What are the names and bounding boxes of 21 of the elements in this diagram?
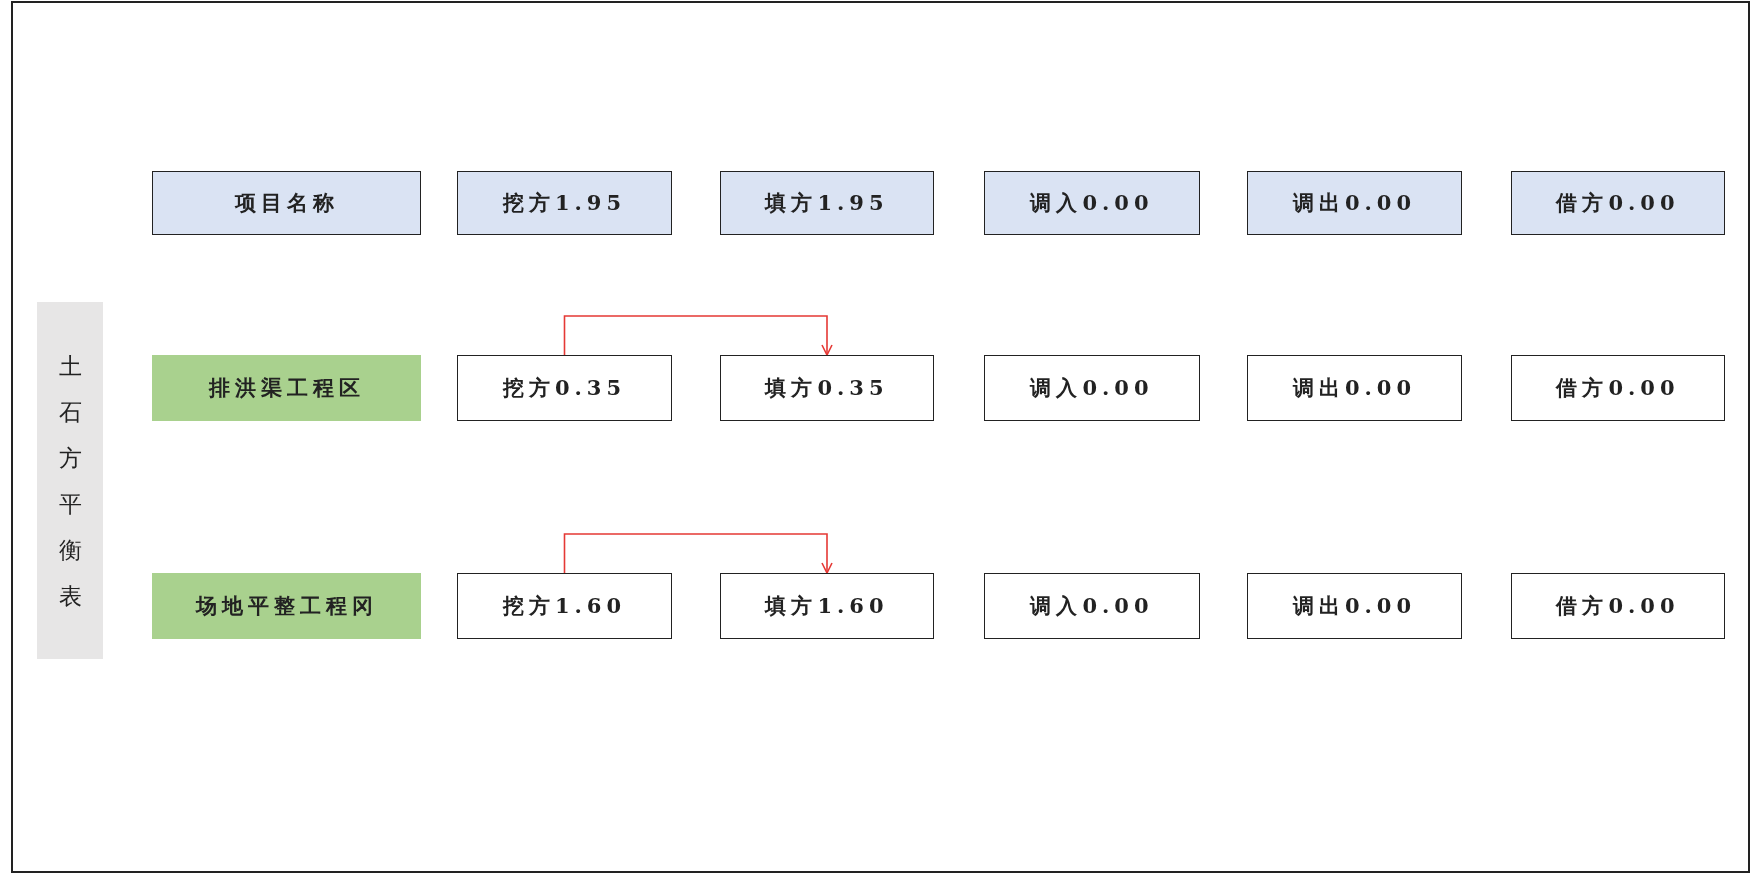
value-box: 调出0.00 bbox=[1247, 573, 1462, 639]
header-box: 调入0.00 bbox=[984, 171, 1200, 235]
header-box: 项目名称 bbox=[152, 171, 421, 235]
header-box: 挖方1.95 bbox=[457, 171, 672, 235]
arrow bbox=[563, 533, 833, 574]
value-box: 调出0.00 bbox=[1247, 355, 1462, 421]
value-box: 挖方1.60 bbox=[457, 573, 672, 639]
header-box: 调出0.00 bbox=[1247, 171, 1462, 235]
value-box: 填方0.35 bbox=[720, 355, 934, 421]
arrow bbox=[563, 315, 833, 356]
value-box: 调入0.00 bbox=[984, 573, 1200, 639]
value-box: 挖方0.35 bbox=[457, 355, 672, 421]
header-box: 填方1.95 bbox=[720, 171, 934, 235]
header-box: 借方0.00 bbox=[1511, 171, 1725, 235]
value-box: 填方1.60 bbox=[720, 573, 934, 639]
vertical-title-band: 土石方平衡表 bbox=[37, 302, 103, 659]
area-label-box: 场地平整工程冈 bbox=[152, 573, 421, 639]
area-label-box: 排洪渠工程区 bbox=[152, 355, 421, 421]
value-box: 借方0.00 bbox=[1511, 573, 1725, 639]
value-box: 调入0.00 bbox=[984, 355, 1200, 421]
value-box: 借方0.00 bbox=[1511, 355, 1725, 421]
